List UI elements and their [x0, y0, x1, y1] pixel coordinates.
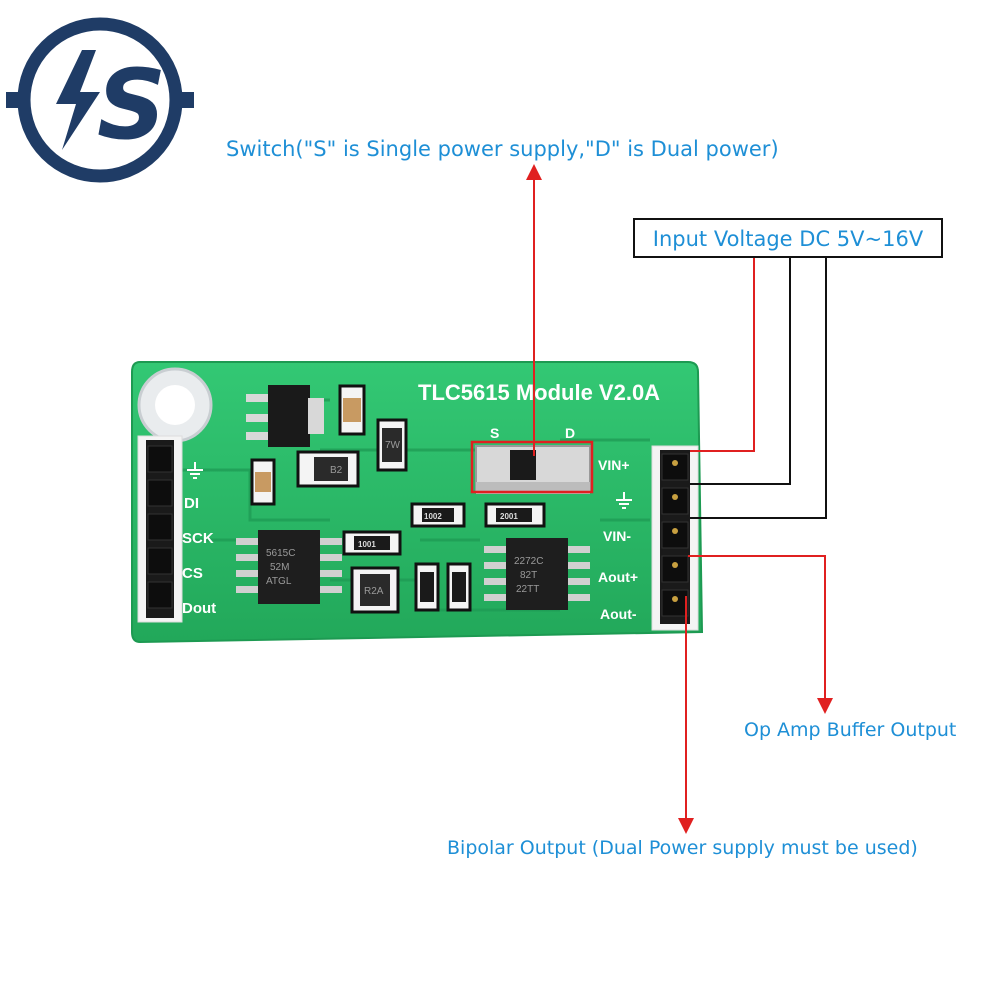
pin-label-di: DI [184, 495, 199, 512]
pin-label-cs: CS [182, 565, 203, 582]
resistor-marking: 1002 [424, 512, 442, 521]
resistor [446, 562, 472, 612]
logo-letter: S [97, 49, 166, 161]
dac-marking-2: 52M [270, 562, 289, 573]
op-amp-output-label: Op Amp Buffer Output [744, 719, 957, 741]
dac-marking-3: ATGL [266, 576, 292, 587]
resistor: 1001 [342, 530, 402, 556]
r2a-marking: R2A [364, 586, 384, 597]
pin-label-vin-plus: VIN+ [598, 457, 630, 473]
capacitor [250, 458, 276, 506]
resistor-marking: 2001 [500, 512, 518, 521]
resistor-marking: 1001 [358, 540, 376, 549]
opamp-marking-2: 82T [520, 570, 537, 581]
pcb-board: TLC5615 Module V2.0A 7W B2 [131, 361, 704, 644]
switch-mark-d: D [565, 425, 575, 441]
op-amp-output-arrow [688, 555, 833, 714]
board-title: TLC5615 Module V2.0A [418, 380, 660, 405]
ground-symbol-left [187, 462, 203, 479]
right-pin-header [651, 445, 699, 631]
opamp-marking-1: 2272C [514, 556, 543, 567]
power-mode-switch[interactable]: S D [470, 425, 594, 494]
input-voltage-box: Input Voltage DC 5V~16V [633, 218, 943, 258]
pin-label-dout: Dout [182, 600, 216, 617]
diode: 7W [376, 418, 408, 472]
resistor: 1002 [410, 502, 466, 528]
resistor [414, 562, 440, 612]
pin-label-vin-minus: VIN- [603, 528, 631, 544]
opamp-marking-3: 22TT [516, 584, 539, 595]
transistor: B2 [296, 450, 360, 488]
switch-annotation-label: Switch("S" is Single power supply,"D" is… [226, 137, 779, 161]
r2a-component: R2A [350, 566, 400, 614]
voltage-regulator [246, 385, 324, 447]
switch-slider [510, 450, 536, 480]
pin-label-aout-minus: Aout- [600, 606, 637, 622]
ground-symbol-right [616, 492, 632, 509]
left-pin-header [137, 435, 183, 623]
opamp-chip: 2272C 82T 22TT [484, 538, 590, 610]
capacitor [338, 384, 366, 436]
dac-chip: 5615C 52M ATGL [236, 530, 342, 604]
switch-mark-s: S [490, 425, 499, 441]
pin-label-sck: SCK [182, 530, 214, 547]
input-voltage-leads [690, 258, 827, 519]
dac-marking-1: 5615C [266, 548, 295, 559]
brand-logo: S [6, 17, 194, 183]
transistor-marking: B2 [330, 465, 343, 476]
pin-label-aout-plus: Aout+ [598, 569, 638, 585]
bipolar-output-label: Bipolar Output (Dual Power supply must b… [447, 837, 918, 859]
diode-marking: 7W [385, 440, 401, 451]
input-voltage-label: Input Voltage DC 5V~16V [652, 227, 924, 251]
resistor: 2001 [484, 502, 546, 528]
switch-highlight-box [470, 440, 594, 494]
